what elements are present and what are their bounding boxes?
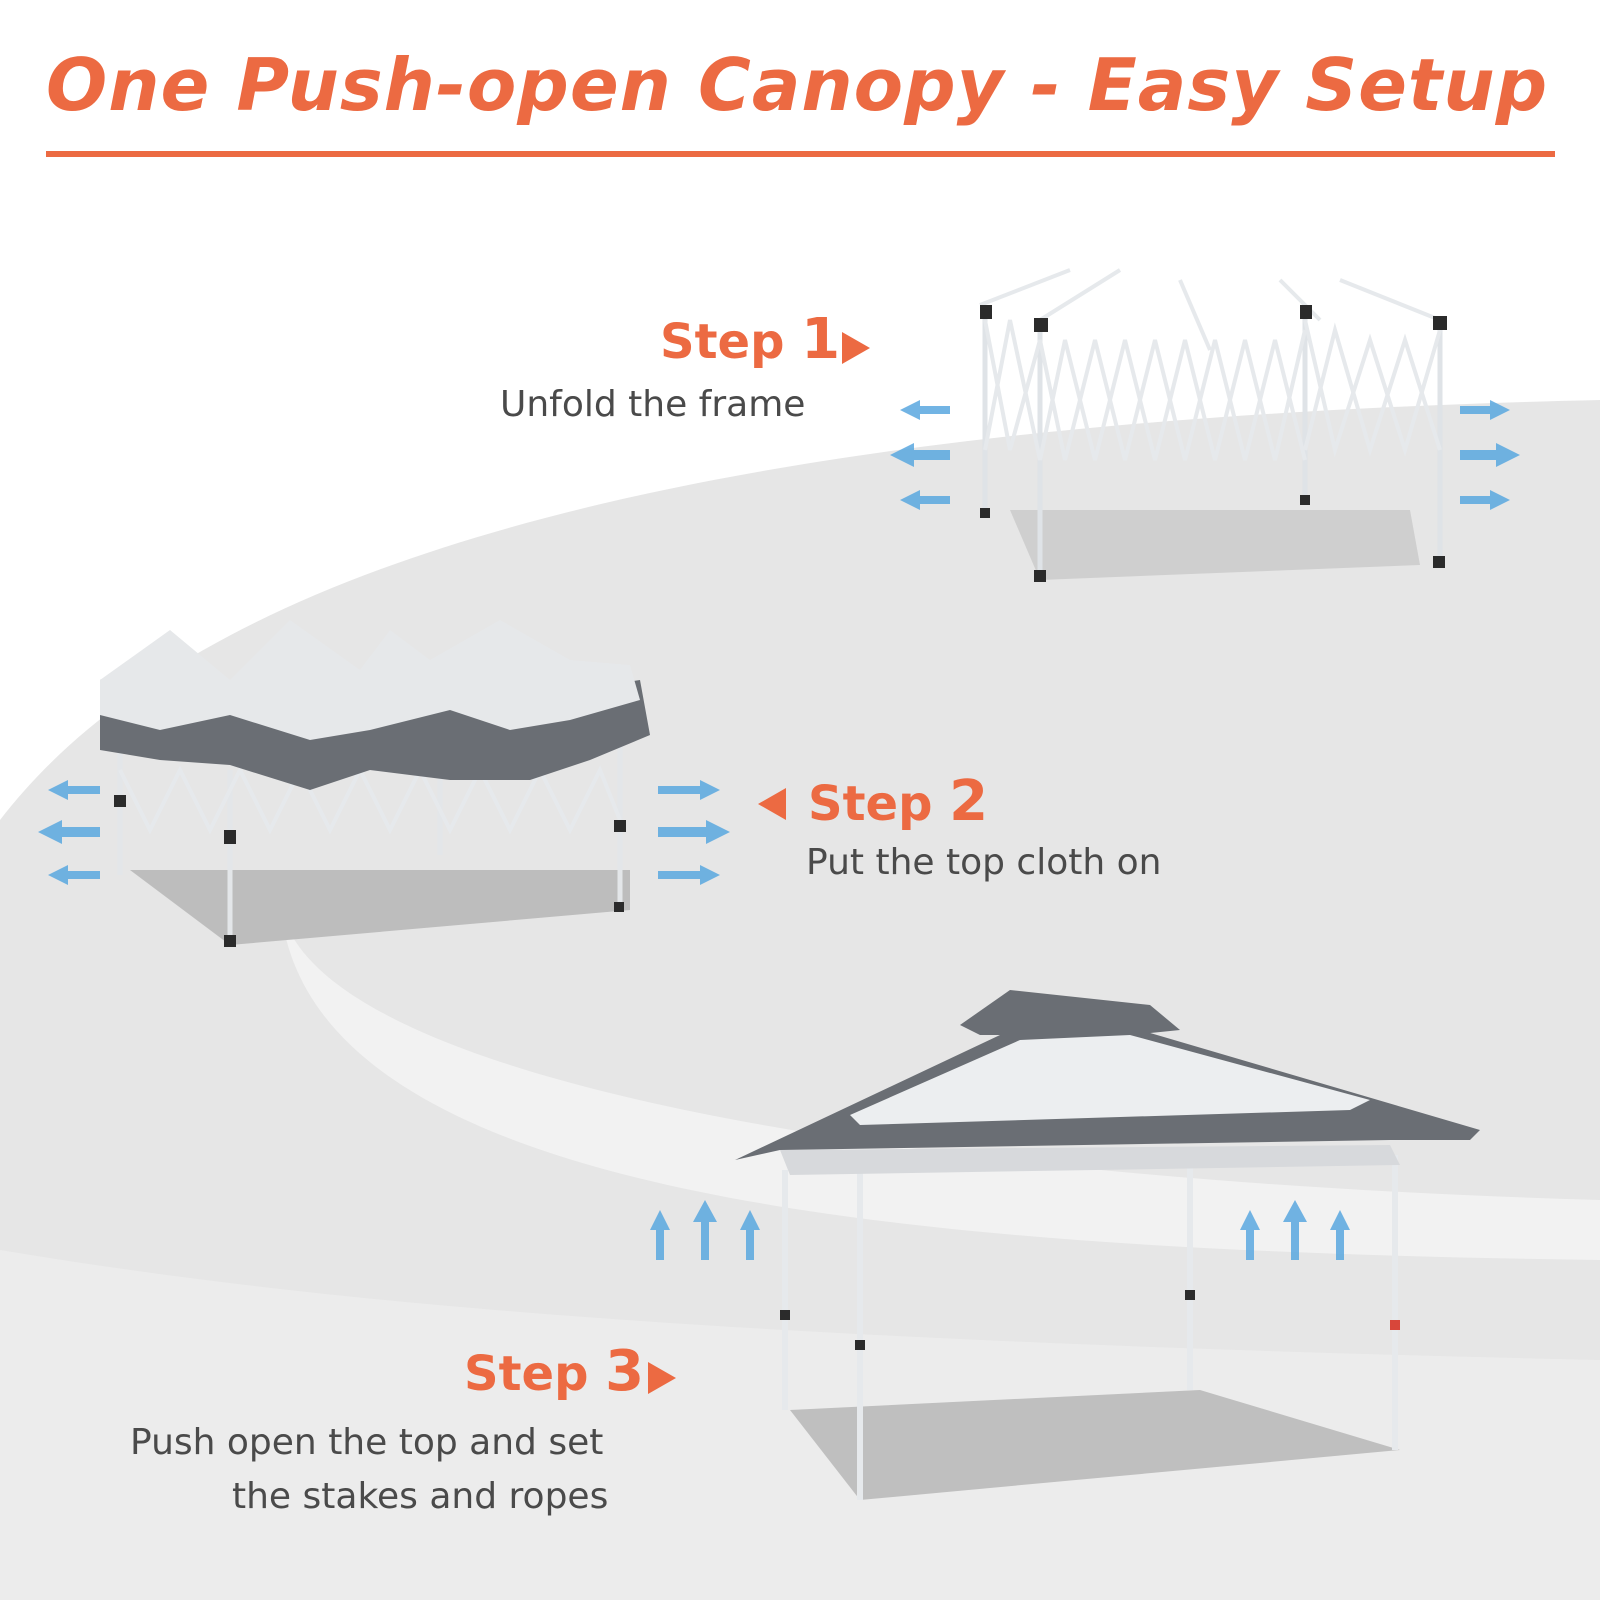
step-1-title: Step 1 — [660, 312, 840, 371]
canopy-legs — [782, 1150, 1398, 1500]
step-2-description: Put the top cloth on — [806, 842, 1162, 883]
step-3-description-line-1: Push open the top and set — [130, 1422, 604, 1463]
step-2-label: Step — [808, 776, 933, 832]
swirl-lower-band — [0, 1250, 1600, 1600]
canopy-roof-light — [850, 1035, 1370, 1125]
canopy-leg-red-marker — [1390, 1320, 1400, 1330]
frame-arrows-left — [890, 400, 950, 510]
step-3-number: 3 — [605, 1339, 645, 1404]
frame-joints — [980, 305, 1447, 582]
play-right-icon — [648, 1362, 676, 1394]
swirl-inner-band — [280, 900, 1600, 1260]
cloth-frame-shadow — [130, 870, 630, 945]
canopy-skirt — [780, 1145, 1400, 1175]
step-1-description: Unfold the frame — [500, 384, 806, 425]
frame-scissors — [979, 268, 1442, 461]
step-2-title: Step 2 — [808, 774, 988, 833]
cloth-frame-joints — [114, 795, 626, 947]
play-right-icon — [842, 332, 870, 364]
cloth-scissors — [118, 765, 622, 835]
title-underline — [46, 151, 1555, 157]
step-1-label: Step — [660, 314, 785, 370]
step-2-number: 2 — [949, 769, 989, 834]
step-3-title: Step 3 — [464, 1344, 644, 1403]
step-1-number: 1 — [801, 307, 841, 372]
step-3-description-line-2: the stakes and ropes — [232, 1476, 609, 1517]
play-left-icon — [758, 788, 786, 820]
frame-arrows-right — [1460, 400, 1520, 510]
canopy-shadow — [790, 1390, 1400, 1500]
canopy-illustration — [650, 990, 1480, 1500]
cloth-light-band — [100, 620, 640, 740]
cloth-arrows-right — [658, 780, 730, 885]
cloth-illustration — [38, 620, 730, 947]
frame-shadow — [1010, 510, 1420, 580]
step-3-label: Step — [464, 1346, 589, 1402]
canopy-arrows-up-right — [1240, 1200, 1350, 1260]
frame-illustration — [890, 268, 1520, 582]
canopy-vent-top — [960, 990, 1180, 1035]
canopy-arrows-up-left — [650, 1200, 760, 1260]
cloth-arrows-left — [38, 780, 100, 885]
page-title: One Push-open Canopy - Easy Setup — [46, 43, 1549, 127]
canopy-leg-markers — [780, 1290, 1195, 1350]
